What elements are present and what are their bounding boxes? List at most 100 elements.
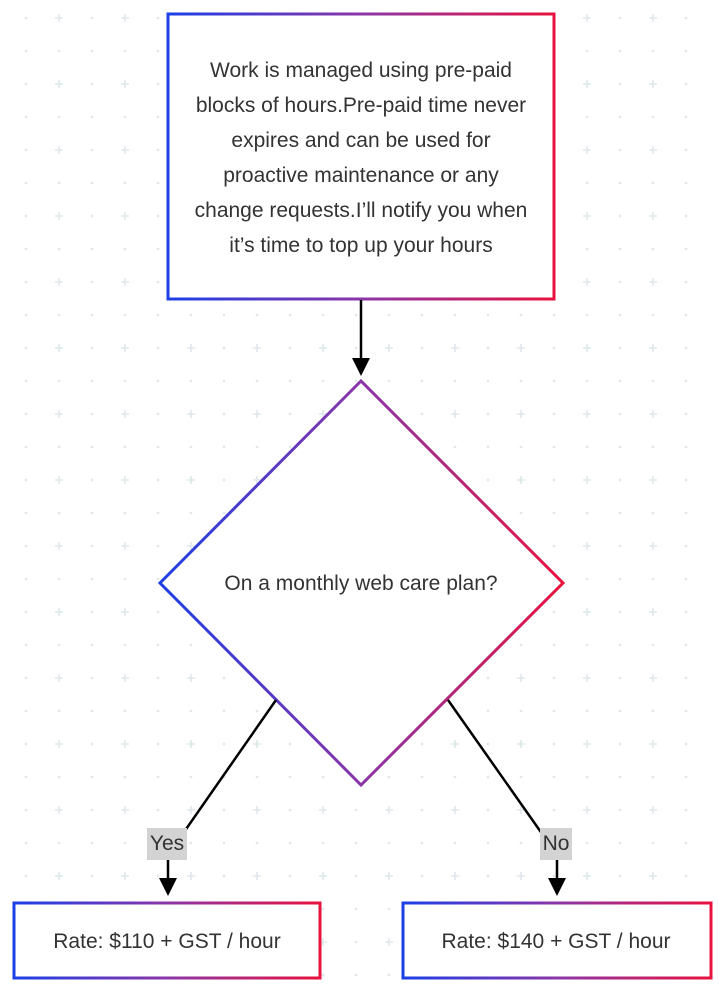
grid-dot (222, 445, 226, 449)
grid-dot (684, 544, 688, 548)
grid-dot (123, 115, 127, 119)
grid-dot (354, 874, 358, 878)
grid-dot (90, 808, 94, 812)
grid-dot (585, 181, 589, 185)
grid-plus-mark (385, 872, 393, 880)
grid-plus-mark (319, 344, 327, 352)
grid-dot (123, 775, 127, 779)
grid-dot (24, 247, 28, 251)
grid-dot (90, 544, 94, 548)
edge-label-yes: Yes (147, 828, 187, 860)
grid-dot (684, 478, 688, 482)
grid-dot (24, 478, 28, 482)
grid-dot (618, 148, 622, 152)
grid-dot (486, 379, 490, 383)
grid-dot (222, 742, 226, 746)
grid-dot (618, 115, 622, 119)
grid-plus-mark (253, 806, 261, 814)
grid-dot (684, 313, 688, 317)
grid-dot (651, 775, 655, 779)
grid-dot (585, 709, 589, 713)
grid-plus-mark (253, 476, 261, 484)
grid-dot (57, 379, 61, 383)
grid-dot (57, 643, 61, 647)
grid-dot (57, 313, 61, 317)
grid-dot (618, 181, 622, 185)
grid-dot (321, 907, 325, 911)
grid-dot (486, 445, 490, 449)
grid-dot (486, 874, 490, 878)
grid-dot (684, 610, 688, 614)
grid-dot (618, 379, 622, 383)
grid-dot (684, 511, 688, 515)
grid-dot (387, 973, 391, 977)
grid-dot (123, 49, 127, 53)
grid-plus-mark (121, 278, 129, 286)
grid-dot (618, 49, 622, 53)
grid-dot (684, 346, 688, 350)
grid-dot (222, 346, 226, 350)
grid-dot (585, 379, 589, 383)
grid-plus-mark (55, 278, 63, 286)
grid-dot (552, 808, 556, 812)
arrowhead-decision-to-no (548, 878, 566, 896)
grid-dot (618, 82, 622, 86)
grid-plus-mark (649, 14, 657, 22)
grid-dot (387, 775, 391, 779)
grid-dot (123, 511, 127, 515)
grid-dot (486, 808, 490, 812)
grid-plus-mark (517, 344, 525, 352)
grid-dot (618, 610, 622, 614)
grid-dot (57, 511, 61, 515)
grid-dot (90, 742, 94, 746)
grid-dot (288, 313, 292, 317)
grid-dot (651, 643, 655, 647)
grid-dot (189, 709, 193, 713)
grid-plus-mark (583, 146, 591, 154)
grid-plus-mark (517, 806, 525, 814)
grid-dot (684, 16, 688, 20)
arrowhead-decision-to-yes (159, 878, 177, 896)
grid-dot (684, 874, 688, 878)
grid-plus-mark (121, 344, 129, 352)
grid-dot (222, 808, 226, 812)
grid-dot (24, 874, 28, 878)
grid-plus-mark (517, 476, 525, 484)
grid-plus-mark (55, 212, 63, 220)
grid-dot (618, 478, 622, 482)
grid-dot (222, 841, 226, 845)
grid-dot (90, 346, 94, 350)
grid-plus-mark (583, 806, 591, 814)
grid-plus-mark (121, 674, 129, 682)
grid-dot (24, 610, 28, 614)
grid-dot (255, 445, 259, 449)
grid-plus-mark (649, 476, 657, 484)
grid-dot (321, 379, 325, 383)
grid-dot (684, 82, 688, 86)
grid-dot (486, 841, 490, 845)
grid-plus-mark (55, 608, 63, 616)
grid-dot (156, 742, 160, 746)
grid-dot (618, 346, 622, 350)
grid-dot (288, 874, 292, 878)
grid-dot (222, 478, 226, 482)
grid-dot (354, 940, 358, 944)
grid-dot (552, 313, 556, 317)
grid-plus-mark (451, 740, 459, 748)
grid-dot (156, 709, 160, 713)
grid-dot (156, 775, 160, 779)
grid-dot (90, 610, 94, 614)
grid-plus-mark (649, 278, 657, 286)
grid-dot (684, 742, 688, 746)
grid-dot (189, 445, 193, 449)
grid-plus-mark (253, 344, 261, 352)
grid-dot (90, 709, 94, 713)
grid-dot (90, 676, 94, 680)
grid-dot (618, 676, 622, 680)
grid-dot (651, 181, 655, 185)
grid-plus-mark (451, 410, 459, 418)
grid-dot (57, 247, 61, 251)
grid-plus-mark (583, 80, 591, 88)
grid-plus-mark (583, 14, 591, 22)
grid-dot (24, 445, 28, 449)
